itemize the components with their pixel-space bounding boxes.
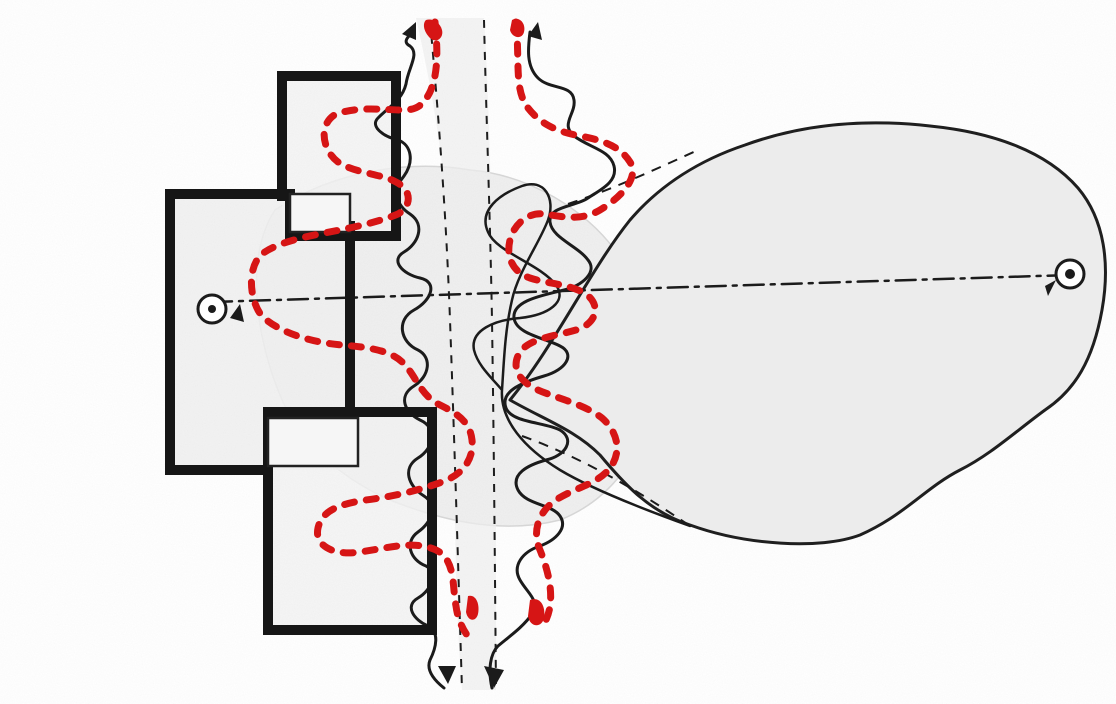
overlap-square-upper [288,192,352,234]
street-centerline-right [483,19,497,691]
building-block-lower [263,407,437,635]
street-centerlines [429,19,497,691]
right-wavy-edge [488,30,617,690]
overlap-square-lower [266,416,360,468]
red-dashed-right-path [505,18,637,624]
red-solid-accents [423,18,545,626]
red-dashed-circulation-path [247,18,476,644]
inner-curve-loop [472,183,692,528]
dashed-diagonal-bottom [521,435,691,527]
building-blocks [165,71,437,635]
direction-triangles [230,22,1056,688]
right-anchor-point [1054,258,1086,290]
left-anchor-point [196,293,228,325]
